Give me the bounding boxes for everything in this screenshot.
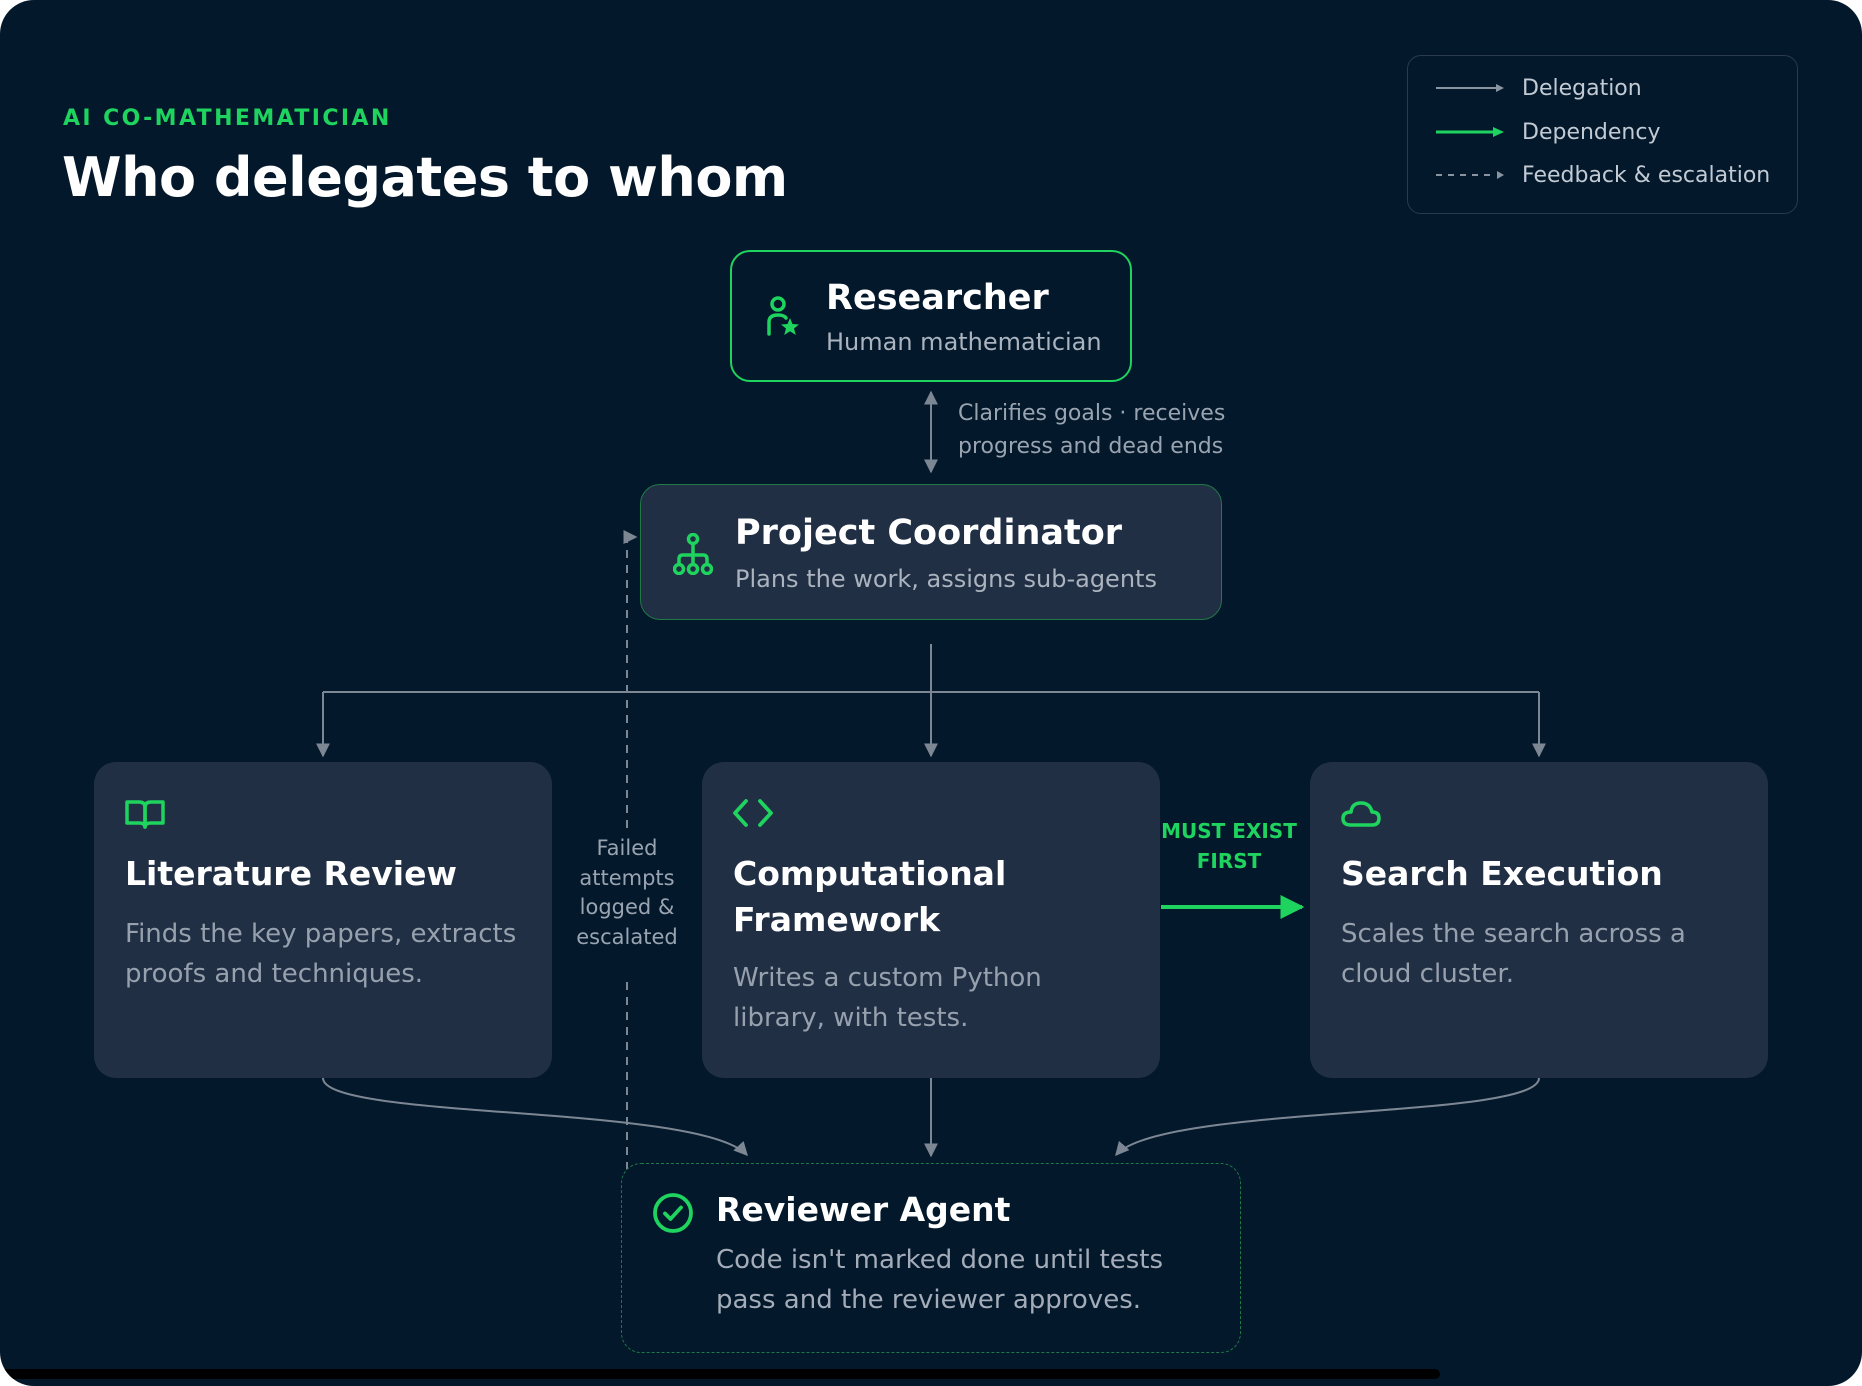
- delegation-line-sample: [1436, 84, 1504, 92]
- feedback-line-sample: [1436, 171, 1504, 179]
- computational-framework-title: Computational Framework: [733, 854, 1007, 939]
- reviewer-agent-subtitle: Code isn't marked done until tests pass …: [716, 1245, 1164, 1315]
- user-star-icon: [767, 296, 799, 336]
- eyebrow-label: AI CO-MATHEMATICIAN: [63, 106, 392, 131]
- page-title: Who delegates to whom: [62, 146, 788, 209]
- legend-item-delegation: Delegation: [1436, 73, 1642, 103]
- computational-framework-subtitle: Writes a custom Python library, with tes…: [733, 963, 1042, 1033]
- code-icon: [733, 799, 773, 827]
- search-execution-title: Search Execution: [1341, 854, 1663, 893]
- feedback-note: Failed attempts logged & escalated: [576, 836, 678, 949]
- coordinator-node[interactable]: Project Coordinator Plans the work, assi…: [640, 484, 1222, 620]
- literature-reviewer-curve: [322, 1077, 748, 1157]
- reviewer-agent-title: Reviewer Agent: [716, 1190, 1011, 1229]
- horizontal-scrollbar[interactable]: [0, 1369, 1440, 1379]
- researcher-title: Researcher: [826, 278, 1049, 318]
- coordinator-subtitle: Plans the work, assigns sub-agents: [735, 565, 1157, 593]
- dependency-label: MUST EXIST FIRST: [1161, 819, 1297, 873]
- legend-label: Feedback & escalation: [1522, 162, 1771, 188]
- legend-label: Dependency: [1522, 119, 1661, 145]
- org-chart-icon: [673, 533, 713, 575]
- literature-review-title: Literature Review: [125, 854, 457, 893]
- legend-item-feedback: Feedback & escalation: [1436, 160, 1770, 190]
- legend-label: Delegation: [1522, 75, 1642, 101]
- researcher-coordinator-note: Clarifies goals · receives progress and …: [958, 401, 1226, 459]
- dependency-line-sample: [1436, 127, 1504, 137]
- reviewer-agent-node[interactable]: Reviewer Agent Code isn't marked done un…: [621, 1163, 1241, 1353]
- researcher-node[interactable]: Researcher Human mathematician: [730, 250, 1132, 382]
- cloud-icon: [1341, 801, 1381, 827]
- search-reviewer-curve: [1115, 1077, 1540, 1157]
- literature-review-card[interactable]: Literature Review Finds the key papers, …: [94, 762, 552, 1078]
- legend: Delegation Dependency Feedback & escalat…: [1407, 55, 1798, 214]
- book-icon: [125, 800, 165, 829]
- computational-framework-card[interactable]: Computational Framework Writes a custom …: [702, 762, 1160, 1078]
- legend-item-dependency: Dependency: [1436, 117, 1660, 147]
- search-execution-card[interactable]: Search Execution Scales the search acros…: [1310, 762, 1768, 1078]
- coordinator-title: Project Coordinator: [735, 513, 1123, 553]
- researcher-subtitle: Human mathematician: [826, 328, 1102, 356]
- feedback-line-upper: [623, 530, 638, 828]
- literature-review-subtitle: Finds the key papers, extracts proofs an…: [125, 919, 517, 989]
- search-execution-subtitle: Scales the search across a cloud cluster…: [1341, 919, 1686, 989]
- check-circle-icon: [653, 1193, 693, 1233]
